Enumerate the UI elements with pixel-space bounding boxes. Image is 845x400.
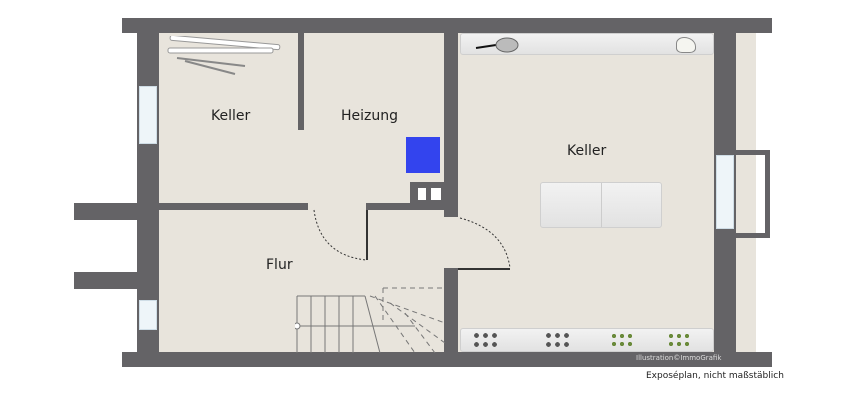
- credit: Illustration©ImmoGrafik: [636, 354, 722, 362]
- lightwell-wall: [736, 150, 770, 155]
- wine-rack-icon: [610, 332, 632, 348]
- boiler-icon: [406, 137, 440, 173]
- wall-bottom: [122, 352, 772, 367]
- shelf-top: [460, 33, 714, 55]
- window: [139, 86, 157, 144]
- wall-interior: [366, 203, 446, 210]
- window: [139, 300, 157, 330]
- room-label-keller: Keller: [211, 108, 251, 124]
- wall-interior: [298, 32, 304, 130]
- wine-rack-icon: [544, 331, 570, 349]
- ski-icon: [167, 36, 281, 75]
- door-swing: [313, 209, 511, 269]
- room-label-heizung: Heizung: [341, 108, 399, 124]
- room-label-flur: Flur: [266, 257, 293, 273]
- wall-interior: [158, 203, 308, 210]
- helmet-icon: [676, 37, 696, 53]
- wall-stub: [74, 272, 138, 289]
- room-label-keller: Keller: [567, 143, 607, 159]
- staircase-icon: [295, 287, 446, 353]
- wall-interior: [444, 32, 458, 217]
- lightwell-wall: [736, 233, 770, 238]
- wall-stub: [74, 203, 138, 220]
- door-leaf: [458, 268, 510, 270]
- lightwell-wall: [765, 150, 770, 238]
- caption: Exposéplan, nicht maßstäblich: [646, 371, 784, 381]
- wall-top: [122, 18, 772, 33]
- wall-interior: [444, 268, 458, 353]
- wine-rack-icon: [472, 331, 498, 349]
- wine-rack-icon: [667, 332, 689, 348]
- window: [716, 155, 734, 229]
- tennis-racket-icon: [475, 37, 519, 53]
- wall-corner: [122, 18, 137, 33]
- door-leaf: [366, 210, 368, 260]
